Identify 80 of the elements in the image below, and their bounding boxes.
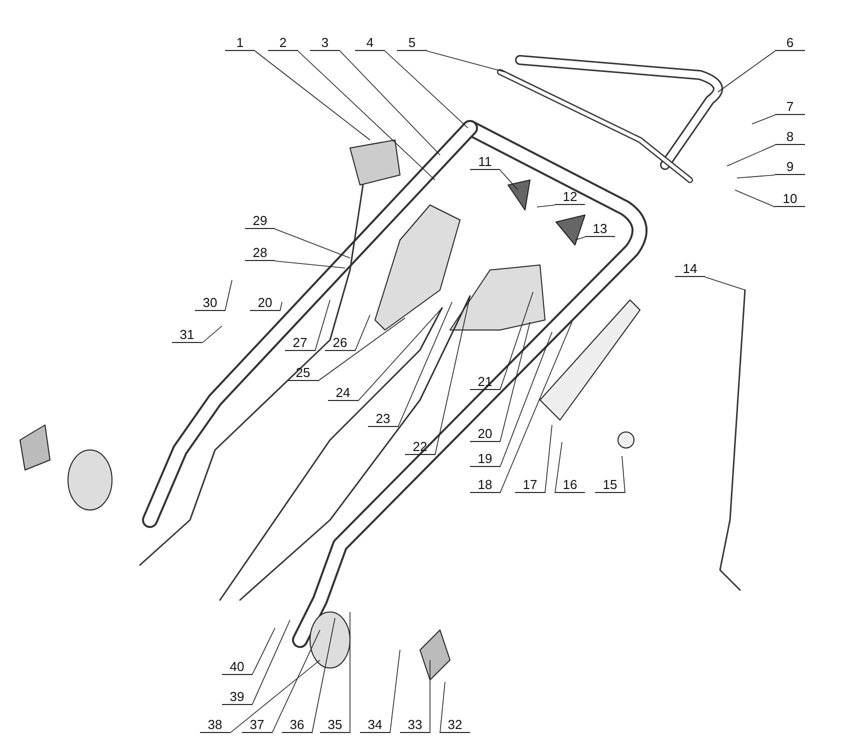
leader-line [622, 456, 626, 494]
leader-line [224, 280, 232, 312]
callout-number: 16 [555, 478, 585, 493]
leader-line [500, 292, 534, 390]
leader-line [500, 332, 552, 468]
callout-number: 5 [397, 36, 427, 51]
leader-line [314, 300, 330, 352]
leader-line [736, 174, 776, 178]
callout-number: 29 [245, 214, 275, 229]
callout-number: 34 [360, 718, 390, 733]
callout-number: 36 [282, 718, 312, 733]
callout-number: 9 [775, 160, 805, 175]
leader-line [340, 50, 440, 156]
leader-line [574, 236, 586, 240]
callout-number: 2 [268, 36, 298, 51]
leader-line [544, 424, 552, 494]
callout-number: 4 [355, 36, 385, 51]
callout-number: 8 [775, 130, 805, 145]
callout-number: 22 [405, 440, 435, 455]
leader-line [398, 302, 452, 428]
callout-number: 18 [470, 478, 500, 493]
callout-number: 24 [328, 386, 358, 401]
callout-number: 39 [222, 690, 252, 705]
callout-number: 10 [775, 192, 805, 207]
leader-line [500, 170, 518, 190]
callout-number: 35 [320, 718, 350, 733]
leader-line [252, 628, 276, 676]
callout-number: 15 [595, 478, 625, 493]
leader-line [272, 630, 320, 734]
callout-number: 32 [440, 718, 470, 733]
leader-line [390, 650, 400, 734]
leader-line [434, 296, 470, 456]
leader-line [254, 50, 370, 140]
leader-line [752, 114, 776, 124]
callout-number: 21 [470, 375, 500, 390]
callout-number: 25 [288, 366, 318, 381]
leader-line [384, 50, 468, 128]
leader-line [426, 50, 506, 72]
callout-number: 27 [285, 336, 315, 351]
callout-number: 38 [200, 718, 230, 733]
leader-line [274, 228, 350, 258]
callout-number: 20 [470, 427, 500, 442]
leader-line [252, 620, 290, 706]
leader-line [500, 322, 572, 494]
leader-line [440, 682, 446, 734]
callout-number: 23 [368, 412, 398, 427]
callout-number: 31 [172, 328, 202, 343]
leader-line [536, 204, 556, 208]
leader-line [718, 50, 776, 92]
callout-number: 3 [310, 36, 340, 51]
callout-number: 30 [195, 296, 225, 311]
callout-number: 26 [325, 336, 355, 351]
callout-number: 40 [222, 660, 252, 675]
callout-number: 33 [400, 718, 430, 733]
callout-number: 17 [515, 478, 545, 493]
callout-number: 37 [242, 718, 272, 733]
leader-line [318, 318, 406, 382]
leader-line [726, 144, 776, 166]
callout-number: 6 [775, 36, 805, 51]
callout-number: 1 [225, 36, 255, 51]
leader-line [230, 660, 320, 734]
callout-number: 12 [555, 190, 585, 205]
callout-number: 20 [250, 296, 280, 311]
callout-number: 13 [585, 222, 615, 237]
leader-line [274, 260, 346, 268]
callout-number: 14 [675, 262, 705, 277]
callout-number: 11 [470, 155, 500, 170]
leader-line [298, 50, 436, 180]
leader-line [500, 322, 530, 442]
leader-line [280, 302, 282, 312]
leader-line [554, 442, 562, 494]
leader-line [202, 326, 222, 344]
leader-line [358, 308, 442, 402]
callout-number: 28 [245, 246, 275, 261]
leader-line [734, 190, 776, 208]
leader-line [704, 276, 746, 290]
leader-line [354, 314, 370, 352]
callout-number: 7 [775, 100, 805, 115]
leader-line [312, 618, 336, 734]
callout-number: 19 [470, 452, 500, 467]
